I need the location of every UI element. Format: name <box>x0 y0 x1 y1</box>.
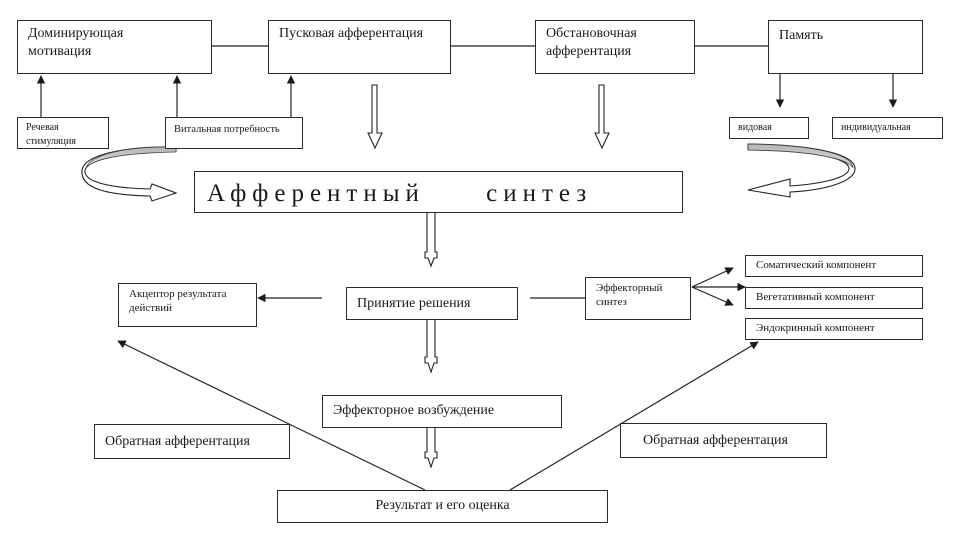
efferent-synthesis-label: Эффекторный синтез <box>596 282 663 308</box>
curved-arrow-right-shade <box>747 143 854 169</box>
vegetative-component-box: Вегетативный компонент <box>745 287 923 309</box>
memory-species-label: видовая <box>738 122 772 133</box>
trigger-afferentation-box: Пусковая афферентация <box>268 20 451 74</box>
efferent-excitation-box: Эффекторное возбуждение <box>322 395 562 428</box>
feedback-left-label: Обратная афферентация <box>105 434 250 449</box>
stem-arrow-synthesis-to-decision <box>424 211 438 268</box>
memory-label: Память <box>779 28 824 43</box>
endocrine-component-box: Эндокринный компонент <box>745 318 923 340</box>
stem-arrow-decision-to-excitation <box>424 320 438 374</box>
memory-box: Память <box>768 20 923 74</box>
situational-afferentation-label: Обстановочная афферентация <box>546 26 637 59</box>
efferent-excitation-label: Эффекторное возбуждение <box>333 403 495 418</box>
feedback-left-box: Обратная афферентация <box>94 424 290 459</box>
hollow-arrow-situational-down <box>594 84 610 150</box>
result-evaluation-label: Результат и его оценка <box>375 498 510 513</box>
action-result-acceptor-label: Акцептор результата действий <box>129 288 227 314</box>
decision-making-box: Принятие решения <box>346 287 518 320</box>
stem-arrow-excitation-to-result <box>424 427 438 469</box>
memory-individual-box: индивидуальная <box>832 117 943 139</box>
action-result-acceptor-box: Акцептор результата действий <box>118 283 257 327</box>
somatic-component-box: Соматический компонент <box>745 255 923 277</box>
arrow-efferent-to-vegetative-low <box>691 286 734 306</box>
trigger-afferentation-label: Пусковая афферентация <box>279 26 424 41</box>
feedback-arrow-to-endocrine <box>509 341 759 491</box>
vegetative-component-label: Вегетативный компонент <box>756 291 875 303</box>
dominant-motivation-box: Доминирующая мотивация <box>17 20 212 74</box>
vital-need-box: Витальная потребность <box>165 117 303 149</box>
memory-species-box: видовая <box>729 117 809 139</box>
efferent-synthesis-box: Эффекторный синтез <box>585 277 691 320</box>
hollow-arrow-trigger-down <box>367 84 383 150</box>
arrow-efferent-to-somatic <box>691 267 734 288</box>
situational-afferentation-box: Обстановочная афферентация <box>535 20 695 74</box>
afferent-synthesis-box: Афферентный синтез <box>194 171 683 213</box>
somatic-component-label: Соматический компонент <box>756 259 877 271</box>
feedback-right-label: Обратная афферентация <box>643 433 788 448</box>
dominant-motivation-label: Доминирующая мотивация <box>28 26 124 59</box>
endocrine-component-label: Эндокринный компонент <box>756 322 875 334</box>
speech-stimulation-label: Речевая стимуляция <box>26 122 76 147</box>
afferent-synthesis-label: Афферентный синтез <box>207 180 593 207</box>
feedback-arrow-to-acceptor <box>117 340 426 491</box>
result-evaluation-box: Результат и его оценка <box>277 490 608 523</box>
decision-making-label: Принятие решения <box>357 296 471 311</box>
feedback-right-box: Обратная афферентация <box>620 423 827 458</box>
vital-need-label: Витальная потребность <box>174 124 280 135</box>
curved-arrow-left-shade <box>85 146 177 169</box>
memory-individual-label: индивидуальная <box>841 122 911 133</box>
speech-stimulation-box: Речевая стимуляция <box>17 117 109 149</box>
